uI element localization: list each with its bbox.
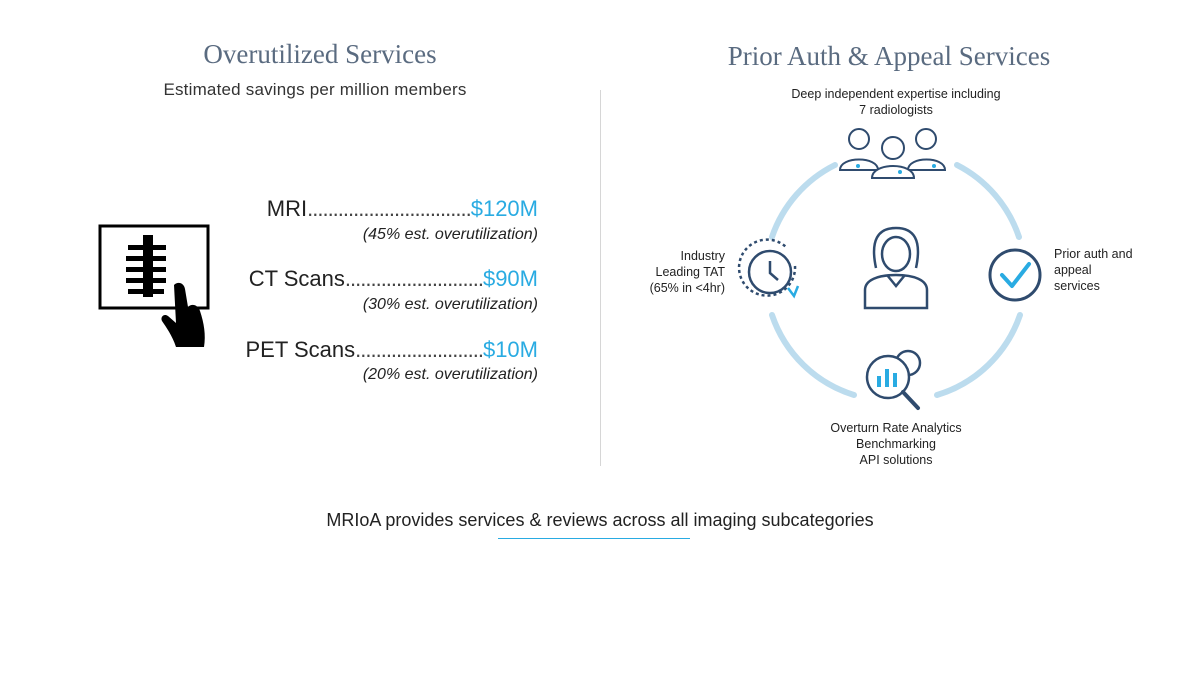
right-title: Prior Auth & Appeal Services (727, 41, 1051, 71)
top-label-line: 7 radiologists (859, 103, 933, 117)
service-mri-line: MRI................................$120M (267, 196, 538, 222)
checkmark-circle-icon (988, 248, 1042, 302)
leader-dots: ........................... (344, 266, 484, 291)
left-label: Industry Leading TAT (65% in <4hr) (650, 248, 725, 296)
ring-arc-bottom-left (769, 312, 857, 398)
left-label-line: Leading TAT (655, 265, 726, 279)
ring-arc-top-right (954, 162, 1022, 240)
right-label-line: services (1054, 279, 1100, 293)
service-pet-line: PET Scans.........................$10M (245, 337, 538, 363)
service-value: $90M (482, 266, 538, 291)
left-title: Overutilized Services (203, 39, 437, 69)
person-icon (863, 226, 929, 310)
service-pet-note: (20% est. overutilization) (362, 366, 538, 383)
right-label: Prior auth and appeal services (1054, 246, 1133, 294)
top-label: Deep independent expertise including 7 r… (746, 86, 1046, 118)
service-name: PET Scans (245, 337, 356, 362)
footer-text: MRIoA provides services & reviews across… (326, 510, 874, 530)
footer-underline (498, 538, 690, 539)
left-label-line: (65% in <4hr) (649, 281, 725, 295)
bottom-label-line: API solutions (859, 453, 933, 467)
analytics-magnifier-gear-icon (865, 349, 922, 410)
clock-refresh-icon (737, 238, 800, 299)
leader-dots: ......................... (355, 337, 484, 362)
left-subtitle: Estimated savings per million members (163, 80, 467, 99)
service-ct-line: CT Scans...........................$90M (249, 266, 538, 292)
service-ct-note: (30% est. overutilization) (362, 296, 538, 313)
ring-arc-bottom-right (934, 312, 1023, 398)
ring-diagram (737, 128, 1042, 410)
service-value: $120M (470, 196, 538, 221)
service-mri-note: (45% est. overutilization) (362, 226, 538, 243)
leader-dots: ................................ (307, 196, 472, 221)
ring-arc-top-left (769, 162, 838, 240)
section-divider (600, 90, 601, 466)
service-name: CT Scans (248, 266, 345, 291)
service-name: MRI (266, 196, 308, 221)
bottom-label-line: Overturn Rate Analytics (830, 421, 962, 435)
service-value: $10M (482, 337, 538, 362)
left-label-line: Industry (680, 249, 725, 263)
bottom-label-line: Benchmarking (856, 437, 936, 451)
bottom-label: Overturn Rate Analytics Benchmarking API… (796, 420, 996, 468)
right-label-line: Prior auth and (1054, 247, 1133, 261)
top-label-line: Deep independent expertise including (791, 87, 1001, 101)
right-label-line: appeal (1054, 263, 1092, 277)
doctors-team-icon (838, 128, 947, 179)
xray-hand-icon (96, 223, 212, 349)
